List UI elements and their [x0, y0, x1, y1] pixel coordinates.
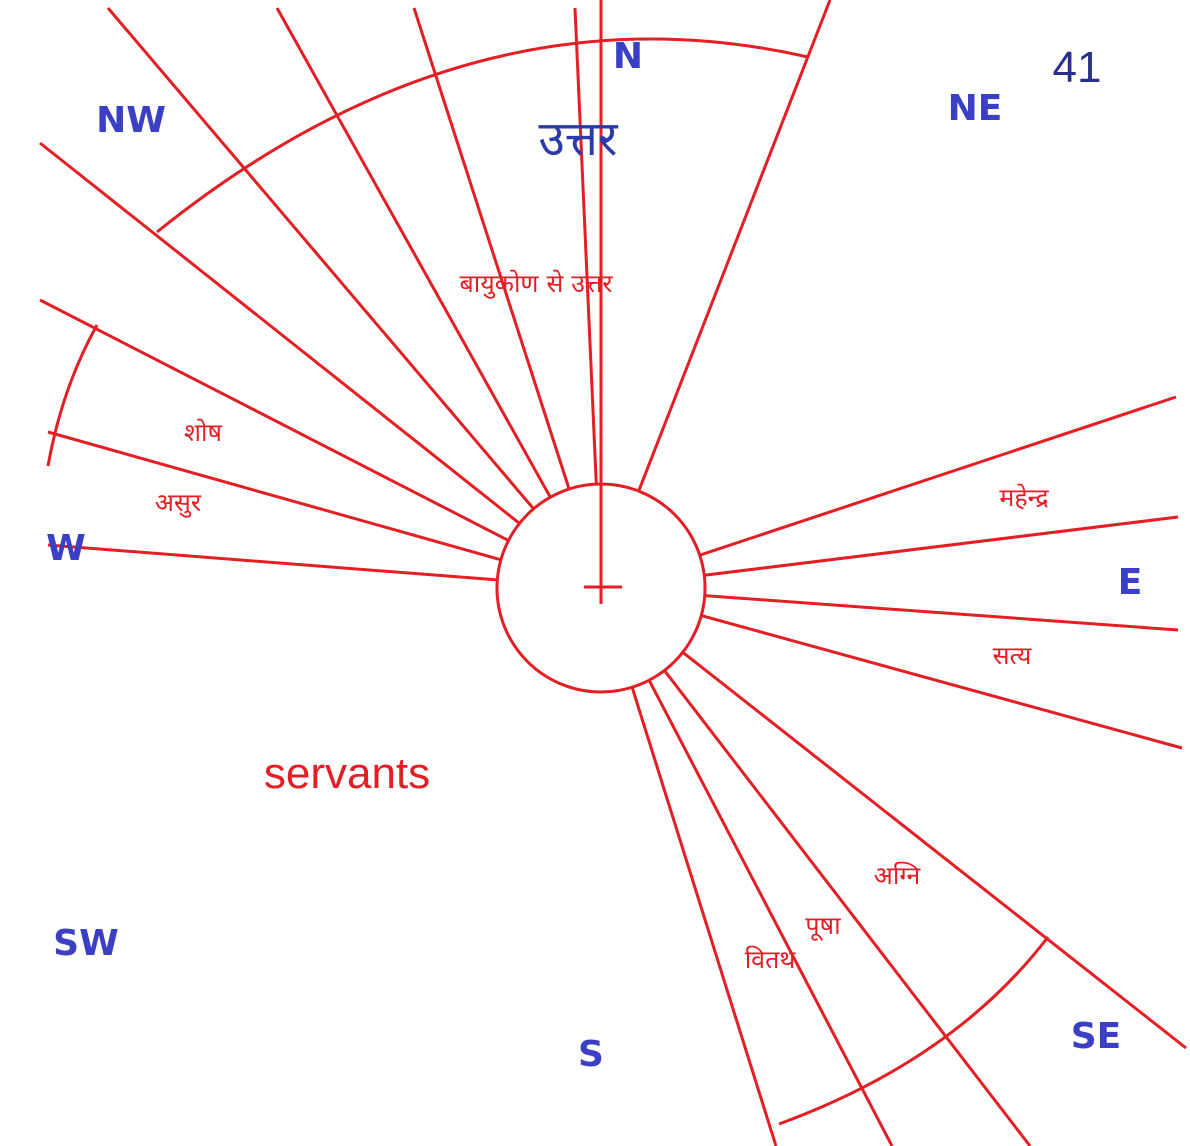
- ray-nw-6: [39, 298, 510, 542]
- label-uttar: उत्तर: [538, 111, 618, 167]
- ray-se-1: [681, 651, 1187, 1050]
- label-pusha: पूषा: [805, 911, 841, 941]
- arc-west: [46, 324, 99, 467]
- radial-lines: [39, 0, 1187, 1146]
- label-shosh: शोष: [184, 418, 222, 447]
- ray-se-2: [663, 669, 1032, 1146]
- page-number: 41: [1053, 43, 1102, 92]
- ray-n-right: [637, 0, 832, 492]
- ray-e-3: [704, 594, 1179, 632]
- label-mahendra: महेन्द्र: [999, 483, 1049, 512]
- ray-e-4: [700, 614, 1183, 750]
- zone-arcs: [46, 37, 1050, 1126]
- ray-w-1: [47, 543, 498, 582]
- ray-nw-4: [412, 7, 571, 490]
- ray-nw-2: [39, 141, 521, 525]
- direction-label-ne: NE: [948, 88, 1003, 129]
- label-servants: servants: [264, 749, 430, 798]
- ray-se-4: [630, 686, 778, 1146]
- direction-label-w: W: [46, 528, 86, 569]
- label-vayukon-se-uttar: बायुकोण से उत्तर: [460, 269, 614, 299]
- label-vitath: वितथ: [745, 945, 797, 974]
- ray-se-3: [647, 679, 894, 1146]
- ray-nw-7: [47, 430, 502, 562]
- label-asur: असुर: [155, 488, 202, 518]
- ray-e-1: [699, 395, 1177, 557]
- direction-label-s: S: [578, 1034, 604, 1075]
- label-agni: अग्नि: [874, 861, 922, 890]
- direction-label-n: N: [613, 36, 643, 77]
- ray-nw-3: [275, 7, 552, 498]
- direction-label-nw: NW: [96, 100, 166, 141]
- direction-label-e: E: [1118, 562, 1143, 603]
- ray-nw-1: [106, 7, 535, 510]
- arc-south-east: [778, 936, 1050, 1126]
- label-satya: सत्य: [993, 641, 1032, 670]
- arc-north: [156, 37, 809, 234]
- ray-e-2: [704, 515, 1179, 577]
- ray-nw-5: [573, 7, 598, 485]
- direction-label-sw: SW: [53, 923, 119, 964]
- direction-label-se: SE: [1071, 1016, 1122, 1057]
